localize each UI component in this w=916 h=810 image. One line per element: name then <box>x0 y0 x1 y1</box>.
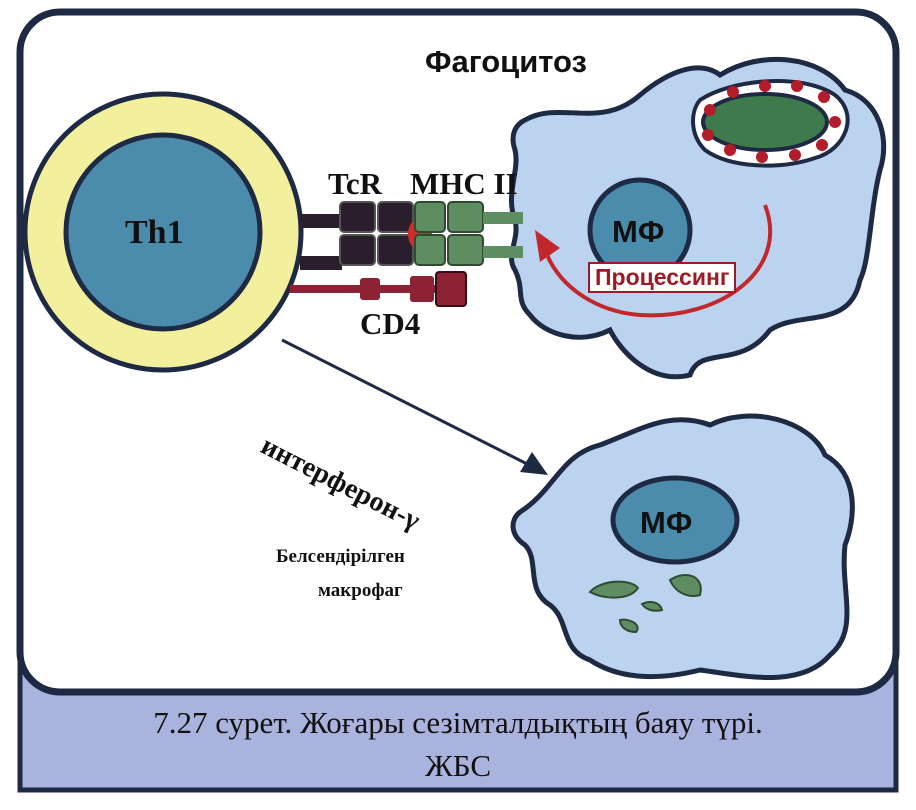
processing-arrowhead <box>535 230 560 262</box>
mf-top-label: МФ <box>612 214 665 249</box>
bacterium <box>701 92 829 152</box>
interferon-arrowhead <box>520 452 548 475</box>
processing-arrow <box>543 204 773 318</box>
macrophage-bottom-nucleus <box>610 475 740 565</box>
th1-nucleus <box>63 132 263 332</box>
mhc-label: MHC II <box>410 166 518 201</box>
cd4-molecule <box>290 271 467 307</box>
bacterium-granules <box>702 80 841 163</box>
activated-macrophage-line2: макрофаг <box>318 580 403 601</box>
figure-caption-line1: 7.27 сурет. Жоғары сезімталдықтың баяу т… <box>153 705 763 740</box>
phagocytosis-label: Фагоцитоз <box>425 44 587 79</box>
activated-macrophage-line1: Белсендірілген <box>276 546 405 567</box>
cd4-label: CD4 <box>360 306 421 341</box>
figure-caption-line2: ЖБС <box>424 748 492 783</box>
interferon-arrow-shaft <box>281 338 536 470</box>
mhc-receptor <box>414 201 523 266</box>
macrophage-bottom-vesicles <box>588 574 702 634</box>
th1-label: Th1 <box>125 214 184 251</box>
processing-label: Процессинг <box>588 262 737 293</box>
tcr-label: TcR <box>328 166 382 201</box>
mf-bottom-label: МФ <box>640 505 693 540</box>
